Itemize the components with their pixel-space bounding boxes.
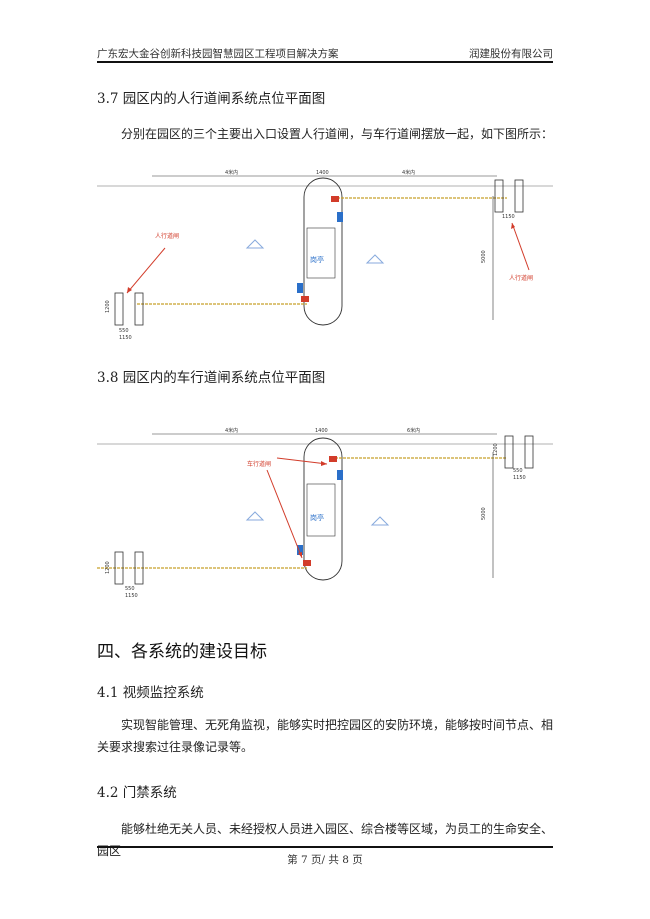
section-3-7-title: 3.7 园区内的人行道闸系统点位平面图 — [97, 91, 326, 107]
dim-center: 1400 — [316, 170, 329, 176]
right2-gate-h: 1200 — [493, 443, 499, 456]
dim2-center: 1400 — [315, 428, 328, 434]
section-3-7-text: 分别在园区的三个主要出入口设置人行道闸，与车行道闸摆放一起，如下图所示： — [121, 127, 554, 141]
footer-rule — [97, 846, 553, 848]
label-pedestrian-right: 人行道闸 — [509, 274, 533, 282]
section-4-title: 四、各系统的建设目标 — [97, 642, 267, 662]
left2-gate-h: 1200 — [105, 561, 111, 574]
left-gate-w2: 1150 — [119, 335, 132, 341]
header-right: 润建股份有限公司 — [469, 48, 553, 60]
label-vehicle-gate: 车行道闸 — [247, 460, 271, 468]
dim-vert: 5000 — [481, 250, 487, 263]
pedestrian-gate-plan: 4米内 1400 4米内 岗亭 5000 1200 550 1150 1150 … — [97, 169, 553, 341]
section-4-1-text: 实现智能管理、无死角监视，能够实时把控园区的安防环境，能够按时间节点、相关要求搜… — [97, 718, 554, 754]
dim2-vert: 5000 — [481, 507, 487, 520]
dim2-left: 4米内 — [225, 427, 238, 434]
right2-gate-w1: 550 — [513, 468, 523, 474]
left-gate-h: 1200 — [105, 300, 111, 313]
booth-label: 岗亭 — [310, 255, 324, 264]
left-gate-w1: 550 — [119, 328, 129, 334]
page-header: 广东宏大金谷创新科技园智慧园区工程项目解决方案 润建股份有限公司 — [97, 46, 553, 60]
right-gate-w2: 1150 — [502, 214, 515, 220]
booth2-label: 岗亭 — [310, 513, 324, 522]
left2-gate-w2: 1150 — [125, 593, 138, 599]
header-rule — [97, 61, 553, 63]
dim2-right: 6米内 — [407, 427, 420, 434]
dim-left: 4米内 — [225, 169, 238, 176]
right2-gate-w2: 1150 — [513, 475, 526, 481]
dim-right: 4米内 — [402, 169, 415, 176]
page-footer: 第 7 页/ 共 8 页 — [287, 854, 363, 866]
section-4-2-title: 4.2 门禁系统 — [97, 785, 177, 801]
left2-gate-w1: 550 — [125, 586, 135, 592]
section-4-1-title: 4.1 视频监控系统 — [97, 685, 204, 701]
vehicle-gate-plan: 4米内 1400 6米内 岗亭 5000 1200 550 1150 1200 … — [97, 427, 553, 599]
header-left: 广东宏大金谷创新科技园智慧园区工程项目解决方案 — [97, 48, 339, 60]
section-3-8-title: 3.8 园区内的车行道闸系统点位平面图 — [97, 370, 326, 386]
label-pedestrian-left: 人行道闸 — [155, 232, 179, 240]
